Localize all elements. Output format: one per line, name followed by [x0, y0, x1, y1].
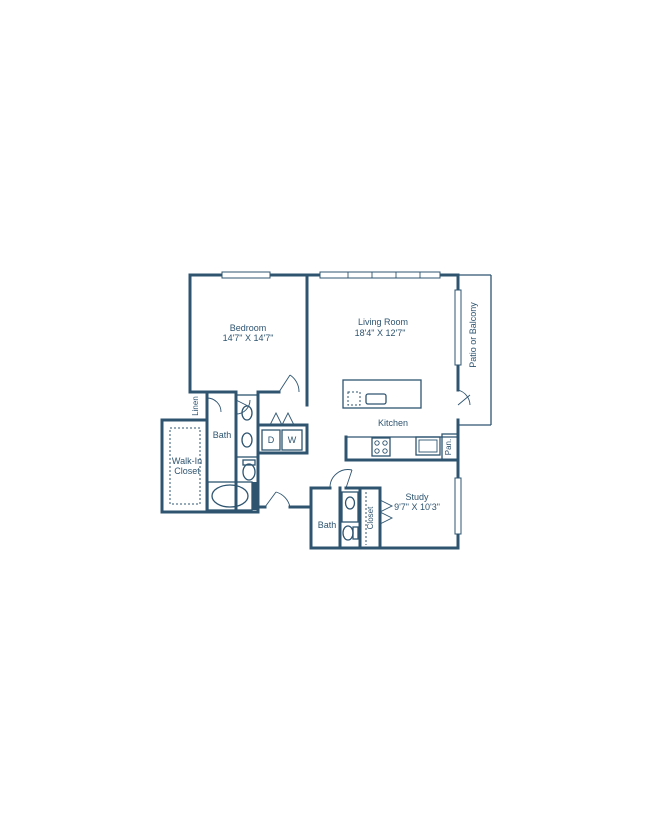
- study-bath-label: Bath: [318, 520, 337, 530]
- washer-label: W: [288, 435, 297, 445]
- labels: Bedroom 14'7" X 14'7" Living Room 18'4" …: [172, 302, 478, 530]
- living-room-dims: 18'4" X 12'7": [355, 328, 406, 338]
- walk-in-closet-label-2: Closet: [174, 466, 200, 476]
- dryer-label: D: [268, 435, 275, 445]
- study-label: Study: [405, 492, 429, 502]
- windows: [221, 271, 462, 535]
- bedroom-dims: 14'7" X 14'7": [223, 333, 274, 343]
- linen-label: Linen: [191, 396, 200, 416]
- patio-label: Patio or Balcony: [468, 302, 478, 368]
- living-room-label: Living Room: [358, 317, 408, 327]
- main-bath-label: Bath: [213, 430, 232, 440]
- study-dims: 9'7" X 10'3": [394, 502, 440, 512]
- kitchen-label: Kitchen: [378, 418, 408, 428]
- walls: [160, 273, 492, 550]
- bedroom-label: Bedroom: [230, 323, 267, 333]
- pantry-label: Pan.: [444, 439, 453, 455]
- fixtures: [169, 379, 459, 545]
- study-closet-label: Closet: [366, 506, 375, 529]
- doors: [206, 374, 471, 525]
- walk-in-closet-label-1: Walk-In: [172, 456, 202, 466]
